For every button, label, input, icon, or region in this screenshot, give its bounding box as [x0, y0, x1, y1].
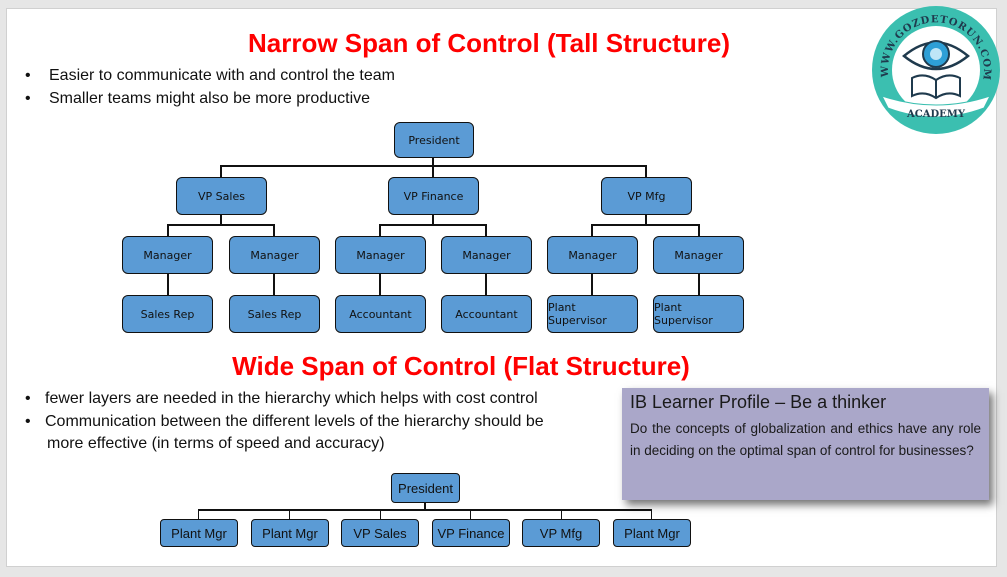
connector-line [379, 224, 381, 236]
connector-line [432, 165, 434, 177]
ib-learner-profile-box: IB Learner Profile – Be a thinker Do the… [622, 388, 989, 500]
connector-line [432, 157, 434, 167]
ib-heading: IB Learner Profile – Be a thinker [630, 392, 887, 412]
connector-line [198, 509, 652, 511]
connector-line [470, 509, 471, 519]
flat-node-child: Plant Mgr [251, 519, 329, 547]
connector-line [485, 224, 487, 236]
connector-line [485, 274, 487, 295]
flat-node-president: President [391, 473, 460, 503]
connector-line [645, 165, 647, 177]
wide-bullet-2: Communication between the different leve… [45, 413, 544, 430]
bullet: • [25, 67, 31, 84]
node-staff: Accountant [335, 295, 426, 333]
narrow-bullet-2: Smaller teams might also be more product… [49, 90, 371, 107]
connector-line [645, 215, 647, 225]
flat-node-child: Plant Mgr [160, 519, 238, 547]
flat-node-child: VP Sales [341, 519, 419, 547]
node-manager: Manager [122, 236, 213, 274]
connector-line [591, 224, 593, 236]
connector-line [167, 224, 169, 236]
node-vp: VP Finance [388, 177, 479, 215]
connector-line [273, 224, 275, 236]
ib-question: Do the concepts of globalization and eth… [630, 421, 981, 458]
connector-line [591, 224, 699, 226]
node-staff: Accountant [441, 295, 532, 333]
node-vp: VP Sales [176, 177, 267, 215]
bullet: • [25, 390, 31, 407]
connector-line [424, 502, 426, 510]
svg-text:ACADEMY: ACADEMY [906, 109, 966, 120]
flat-node-child: VP Finance [432, 519, 510, 547]
connector-line [167, 274, 169, 295]
connector-line [289, 509, 290, 519]
connector-line [432, 215, 434, 225]
connector-line [651, 509, 652, 519]
wide-bullet-2-cont: more effective (in terms of speed and ac… [47, 435, 385, 452]
node-president: President [394, 122, 474, 158]
bullet: • [25, 413, 31, 430]
narrow-title: Narrow Span of Control (Tall Structure) [248, 28, 730, 58]
node-manager: Manager [547, 236, 638, 274]
wide-title: Wide Span of Control (Flat Structure) [232, 351, 690, 381]
node-manager: Manager [229, 236, 320, 274]
connector-line [167, 224, 274, 226]
connector-line [380, 509, 381, 519]
bullet: • [25, 90, 31, 107]
node-staff: Plant Supervisor [653, 295, 744, 333]
node-staff: Sales Rep [229, 295, 320, 333]
academy-logo: WWW.GOZDETORUN.COM ACADEMY [872, 6, 1000, 134]
connector-line [591, 274, 593, 295]
node-vp: VP Mfg [601, 177, 692, 215]
connector-line [220, 215, 222, 225]
connector-line [220, 165, 222, 177]
node-manager: Manager [335, 236, 426, 274]
flat-node-child: VP Mfg [522, 519, 600, 547]
connector-line [379, 224, 486, 226]
connector-line [379, 274, 381, 295]
connector-line [561, 509, 562, 519]
node-staff: Plant Supervisor [547, 295, 638, 333]
node-manager: Manager [653, 236, 744, 274]
connector-line [273, 274, 275, 295]
narrow-bullet-1: Easier to communicate with and control t… [49, 67, 395, 84]
node-staff: Sales Rep [122, 295, 213, 333]
wide-bullet-1: fewer layers are needed in the hierarchy… [45, 390, 538, 407]
connector-line [698, 274, 700, 295]
flat-node-child: Plant Mgr [613, 519, 691, 547]
node-manager: Manager [441, 236, 532, 274]
connector-line [198, 509, 199, 519]
connector-line [698, 224, 700, 236]
